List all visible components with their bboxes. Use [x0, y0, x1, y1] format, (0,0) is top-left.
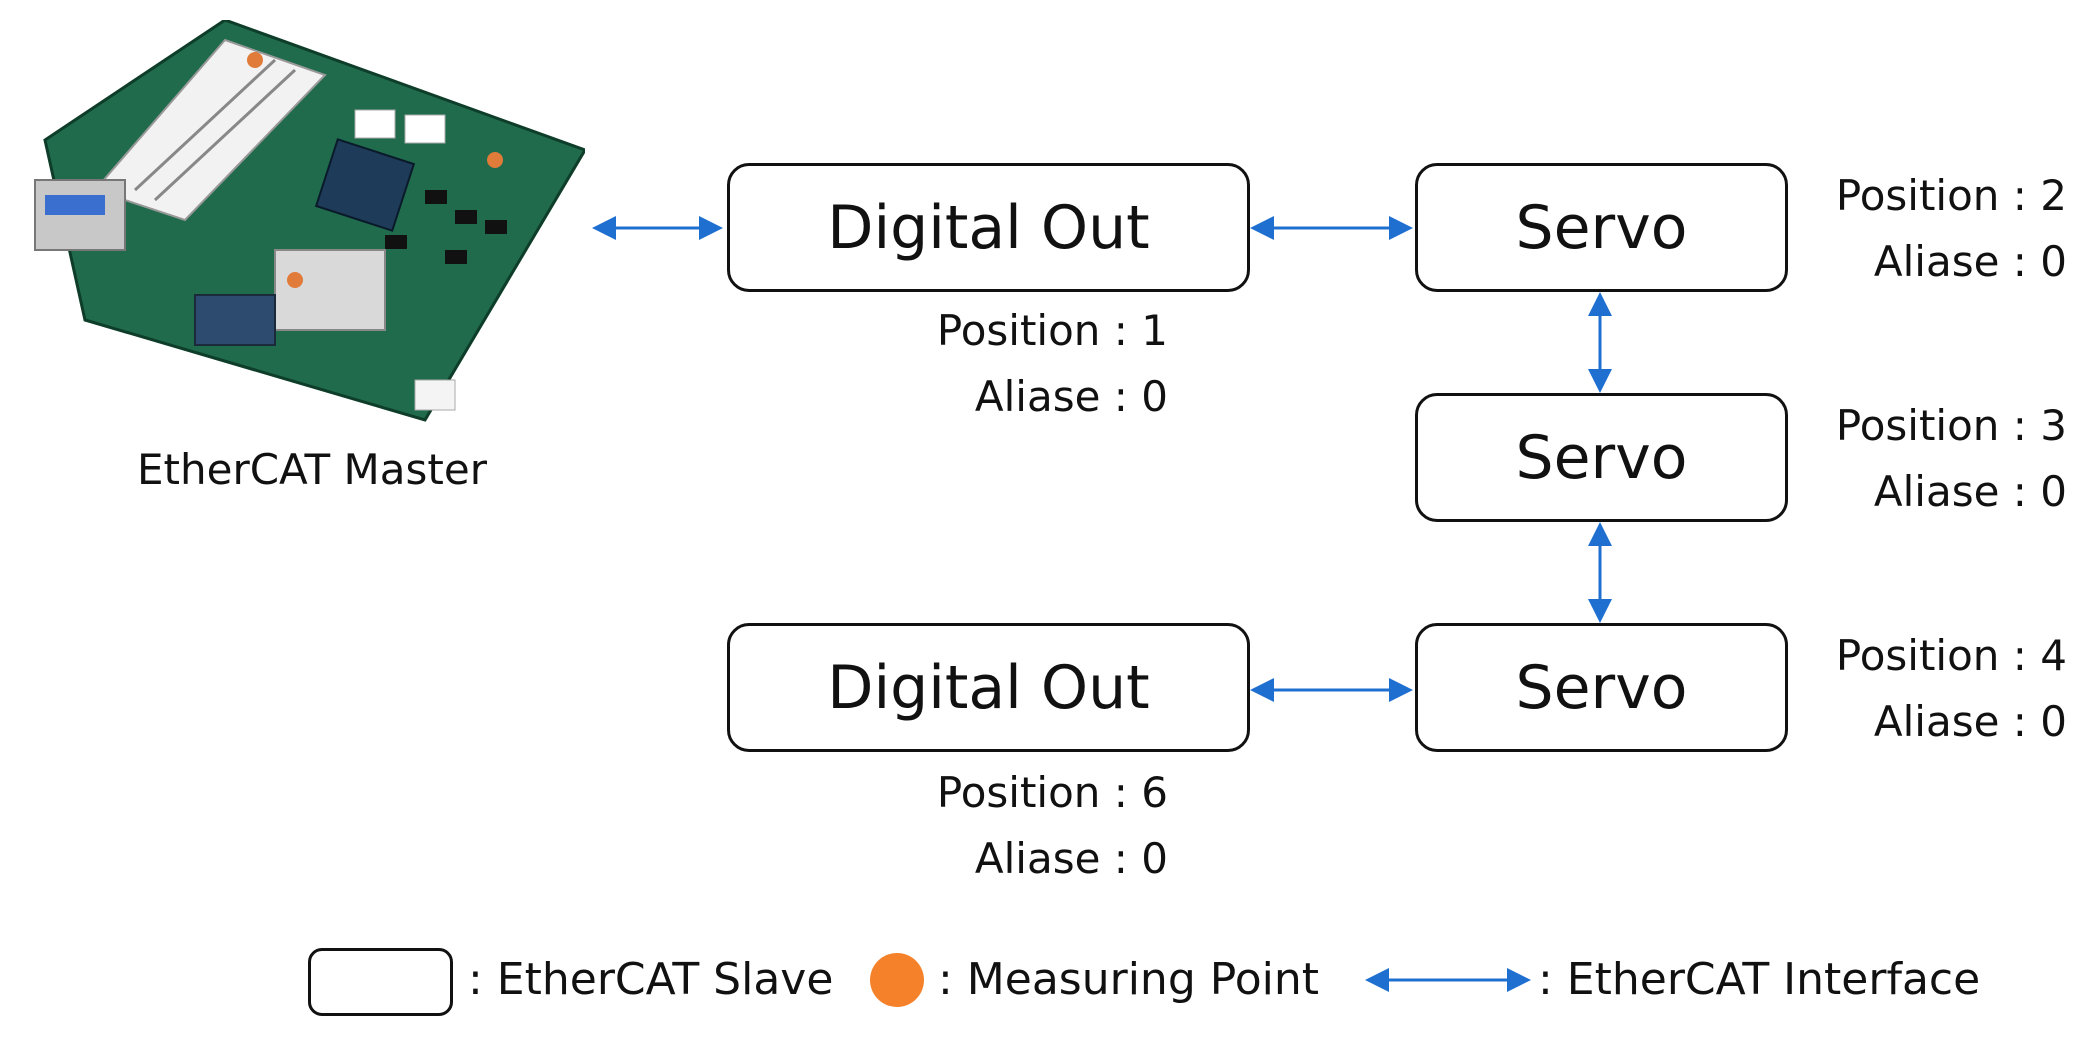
slave-4-alias: Aliase : 0 — [1873, 697, 2067, 746]
master-label: EtherCAT Master — [137, 445, 487, 494]
slave-4-position: Position : 4 — [1835, 631, 2067, 680]
legend-slave-symbol — [308, 948, 453, 1016]
slave-3-position: Position : 3 — [1835, 401, 2067, 450]
slave-2-info: Position : 2 Aliase : 0 — [1836, 163, 2067, 295]
slave-2-alias: Aliase : 0 — [1873, 237, 2067, 286]
slave-1-position: Position : 1 — [936, 306, 1168, 355]
slave-6-info: Position : 6 Aliase : 0 — [937, 760, 1168, 892]
slave-digital-out-1: Digital Out — [727, 163, 1250, 292]
slave-1-alias: Aliase : 0 — [974, 372, 1168, 421]
slave-servo-4: Servo — [1415, 623, 1788, 752]
legend-measuring-point-label: : Measuring Point — [938, 954, 1319, 1005]
slave-6-position: Position : 6 — [936, 768, 1168, 817]
legend-interface-label: : EtherCAT Interface — [1538, 954, 1981, 1005]
slave-digital-out-6: Digital Out — [727, 623, 1250, 752]
legend-measuring-point-dot — [870, 953, 924, 1007]
legend-slave-label: : EtherCAT Slave — [468, 954, 834, 1005]
slave-3-info: Position : 3 Aliase : 0 — [1836, 393, 2067, 525]
slave-1-info: Position : 1 Aliase : 0 — [937, 298, 1168, 430]
slave-4-info: Position : 4 Aliase : 0 — [1836, 623, 2067, 755]
slave-3-alias: Aliase : 0 — [1873, 467, 2067, 516]
slave-2-position: Position : 2 — [1835, 171, 2067, 220]
slave-servo-2: Servo — [1415, 163, 1788, 292]
ethercat-master-board-image — [34, 20, 585, 422]
slave-6-alias: Aliase : 0 — [974, 834, 1168, 883]
slave-servo-3: Servo — [1415, 393, 1788, 522]
